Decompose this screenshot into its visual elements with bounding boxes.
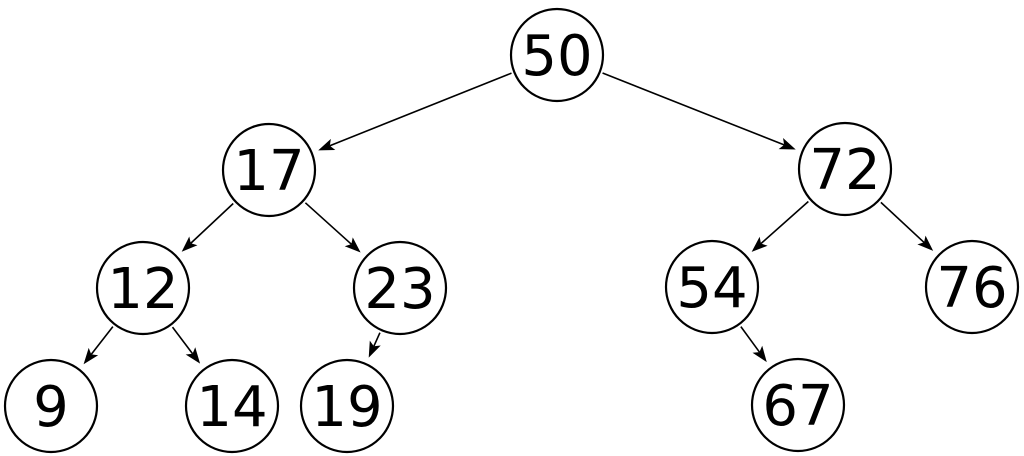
edge-line bbox=[602, 72, 785, 146]
node-circle bbox=[299, 358, 395, 454]
node-value: 14 bbox=[196, 375, 267, 440]
tree-node-17: 17 bbox=[221, 122, 317, 218]
edge-line bbox=[90, 326, 114, 355]
edge-17-12 bbox=[181, 202, 234, 252]
node-value: 9 bbox=[33, 375, 69, 440]
tree-node-19: 19 bbox=[299, 358, 395, 454]
node-value: 17 bbox=[233, 139, 304, 204]
edge-54-67 bbox=[740, 326, 767, 363]
edge-line bbox=[190, 202, 234, 244]
edge-72-54 bbox=[751, 200, 809, 252]
tree-node-72: 72 bbox=[797, 121, 893, 217]
edge-17-23 bbox=[304, 202, 361, 253]
node-circle bbox=[184, 358, 280, 454]
node-circle bbox=[924, 239, 1020, 335]
node-value: 12 bbox=[107, 257, 178, 322]
tree-node-54: 54 bbox=[664, 239, 760, 335]
edge-line bbox=[171, 326, 194, 355]
arrowhead-icon bbox=[752, 345, 767, 363]
node-circle bbox=[797, 121, 893, 217]
node-value: 76 bbox=[936, 256, 1007, 321]
edge-50-72 bbox=[602, 72, 796, 150]
node-circle bbox=[221, 122, 317, 218]
edge-line bbox=[373, 332, 381, 347]
node-value: 54 bbox=[676, 256, 747, 321]
node-value: 23 bbox=[364, 257, 435, 322]
node-value: 19 bbox=[311, 375, 382, 440]
node-circle bbox=[509, 7, 605, 103]
edge-line bbox=[760, 200, 809, 245]
tree-node-23: 23 bbox=[352, 240, 448, 336]
tree-node-76: 76 bbox=[924, 239, 1020, 335]
arrowhead-icon bbox=[181, 236, 198, 252]
edge-line bbox=[304, 202, 352, 245]
arrowhead-icon bbox=[751, 236, 768, 252]
nodes-layer: 50 17 72 12 23 54 76 9 14 19 67 bbox=[3, 7, 1020, 454]
tree-node-9: 9 bbox=[3, 358, 99, 454]
arrowhead-icon bbox=[83, 347, 99, 365]
tree-node-50: 50 bbox=[509, 7, 605, 103]
node-value: 67 bbox=[762, 374, 833, 439]
edge-line bbox=[329, 72, 512, 147]
node-circle bbox=[750, 357, 846, 453]
tree-node-12: 12 bbox=[95, 240, 191, 336]
node-value: 72 bbox=[809, 138, 880, 203]
edge-72-76 bbox=[880, 201, 934, 251]
arrowhead-icon bbox=[778, 138, 796, 150]
arrowhead-icon bbox=[368, 340, 381, 358]
edges-layer bbox=[83, 72, 934, 365]
node-value: 50 bbox=[521, 24, 592, 89]
arrowhead-icon bbox=[344, 237, 361, 253]
edge-line bbox=[880, 201, 925, 244]
edge-12-14 bbox=[171, 326, 201, 364]
edge-23-19 bbox=[368, 332, 381, 358]
node-circle bbox=[352, 240, 448, 336]
tree-node-14: 14 bbox=[184, 358, 280, 454]
arrowhead-icon bbox=[917, 235, 934, 251]
edge-12-9 bbox=[83, 326, 114, 365]
node-circle bbox=[3, 358, 99, 454]
edge-line bbox=[740, 326, 761, 353]
arrowhead-icon bbox=[318, 138, 336, 151]
node-circle bbox=[95, 240, 191, 336]
arrowhead-icon bbox=[185, 347, 201, 364]
node-circle bbox=[664, 239, 760, 335]
tree-node-67: 67 bbox=[750, 357, 846, 453]
edge-50-17 bbox=[318, 72, 512, 151]
